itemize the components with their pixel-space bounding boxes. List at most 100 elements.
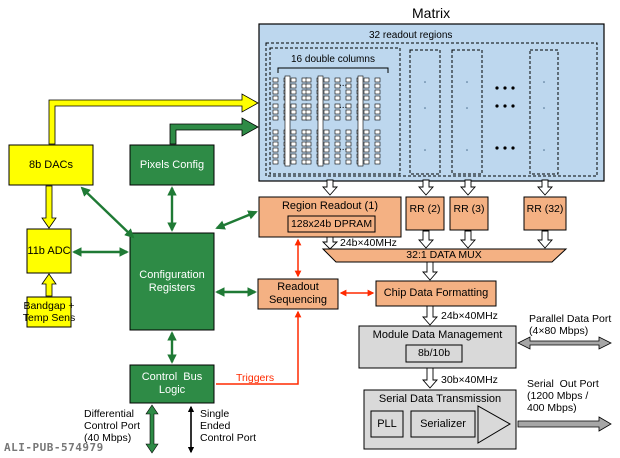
rr32-block [523,196,567,231]
pixel-cell [290,153,297,159]
pixel-cell [323,77,330,83]
parallel-port-arrow [517,336,612,350]
registers-to-dacs-arrow [80,186,135,239]
pixel-cell [334,109,341,115]
pixel-cell [334,115,341,121]
pixel-cell [323,135,330,141]
pixels-config-block [129,144,215,186]
pixel-cell [334,159,341,165]
pixel-cell [363,77,370,83]
readout-mux-arrows [321,230,553,250]
triggers-arrow [216,310,302,385]
pixel-cell [272,153,279,159]
pixel-cell [305,147,312,153]
serializer-block [410,410,476,438]
matrix-readout-arrows [322,179,553,196]
pixel-cell [305,89,312,95]
pixel-cell [345,89,352,95]
pixel-cell [272,109,279,115]
region-ellipsis [495,86,515,150]
dacs-block [8,144,94,186]
pixel-cell [305,77,312,83]
pixel-cell [345,141,352,147]
sdt-rate-label: 30b×40MHz [441,374,498,386]
pixel-cell [374,141,381,147]
pixel-cell [345,129,352,135]
pixel-cell [363,109,370,115]
pixel-cell [374,77,381,83]
pixel-cell [374,83,381,89]
columns-ellipsis-3: ... [339,142,348,153]
region-pixel-dot [424,81,426,83]
double-columns-bracket [277,67,389,73]
registers-to-region-readout-arrow [215,210,258,230]
readout-regions-frame [265,42,598,177]
codec-label: 8b/10b [417,347,451,360]
region-pixel-dot [543,81,545,83]
pixel-cell [290,103,297,109]
pixel-cell [345,109,352,115]
pixel-cell [334,141,341,147]
rr2-block [405,196,445,231]
pixel-cell [323,83,330,89]
sdt-label: Serial Data Transmission [378,392,502,405]
pixel-cell [334,135,341,141]
dacs-to-adc-arrow [41,185,57,229]
pixel-cell [290,109,297,115]
chip-data-formatting-block [375,280,497,307]
pixel-cell [305,129,312,135]
triggers-label: Triggers [236,372,275,384]
formatting-to-mdm-arrow [422,305,438,326]
pixel-cell [374,129,381,135]
pixel-cell [363,153,370,159]
pixel-cell [374,159,381,165]
mdm-to-sdt-arrow [422,367,438,389]
adc-label: 11b ADC [27,244,71,257]
serial-driver-triangle [477,405,511,444]
pixel-cell [374,95,381,101]
pixel-cell [290,89,297,95]
pixel-cell [357,75,364,167]
pixel-cell [290,115,297,121]
rr3-label: RR (3) [453,202,485,215]
parallel-port-label: Parallel Data Port (4×80 Mbps) [529,313,612,338]
dacs-to-matrix-arrow [48,93,259,145]
pixel-cell [323,153,330,159]
bandgap-block [26,296,72,328]
double-columns-label: 16 double columns [291,54,375,65]
pixel-cell [323,159,330,165]
control-bus-label: Control Bus Logic [141,371,203,396]
pixel-cell [345,83,352,89]
chip-data-formatting-label: Chip Data Formatting [383,287,489,300]
pixel-cell [334,129,341,135]
pixels-config-to-matrix-arrow [169,117,259,145]
pixel-cell [334,77,341,83]
pixel-grid [272,75,545,167]
pixel-cell [374,135,381,141]
pixel-cell [374,153,381,159]
serial-port-arrow [517,416,612,432]
region-pixel-dot [424,149,426,151]
pixel-cell [363,95,370,101]
pixel-cell [345,115,352,121]
region-pixel-dot [424,107,426,109]
pixel-cell [323,141,330,147]
pixel-cell [272,89,279,95]
pixel-cell [290,159,297,165]
pixels-config-label: Pixels Config [139,158,205,171]
pixel-cell [345,153,352,159]
pixel-cell [345,147,352,153]
rr32-label: RR (32) [526,202,564,215]
region-2-frame [409,49,441,175]
dpram-label: 128x24b DPRAM [290,217,373,230]
pixel-cell [323,89,330,95]
pixel-cell [305,103,312,109]
pixel-cell [334,83,341,89]
readout-regions-label: 32 readout regions [369,30,453,41]
pll-label: PLL [377,417,397,430]
pixel-cell [345,135,352,141]
region-pixel-dot [466,149,468,151]
rr2-label: RR (2) [409,202,441,215]
pixel-cell [323,95,330,101]
data-mux-block [321,248,568,263]
